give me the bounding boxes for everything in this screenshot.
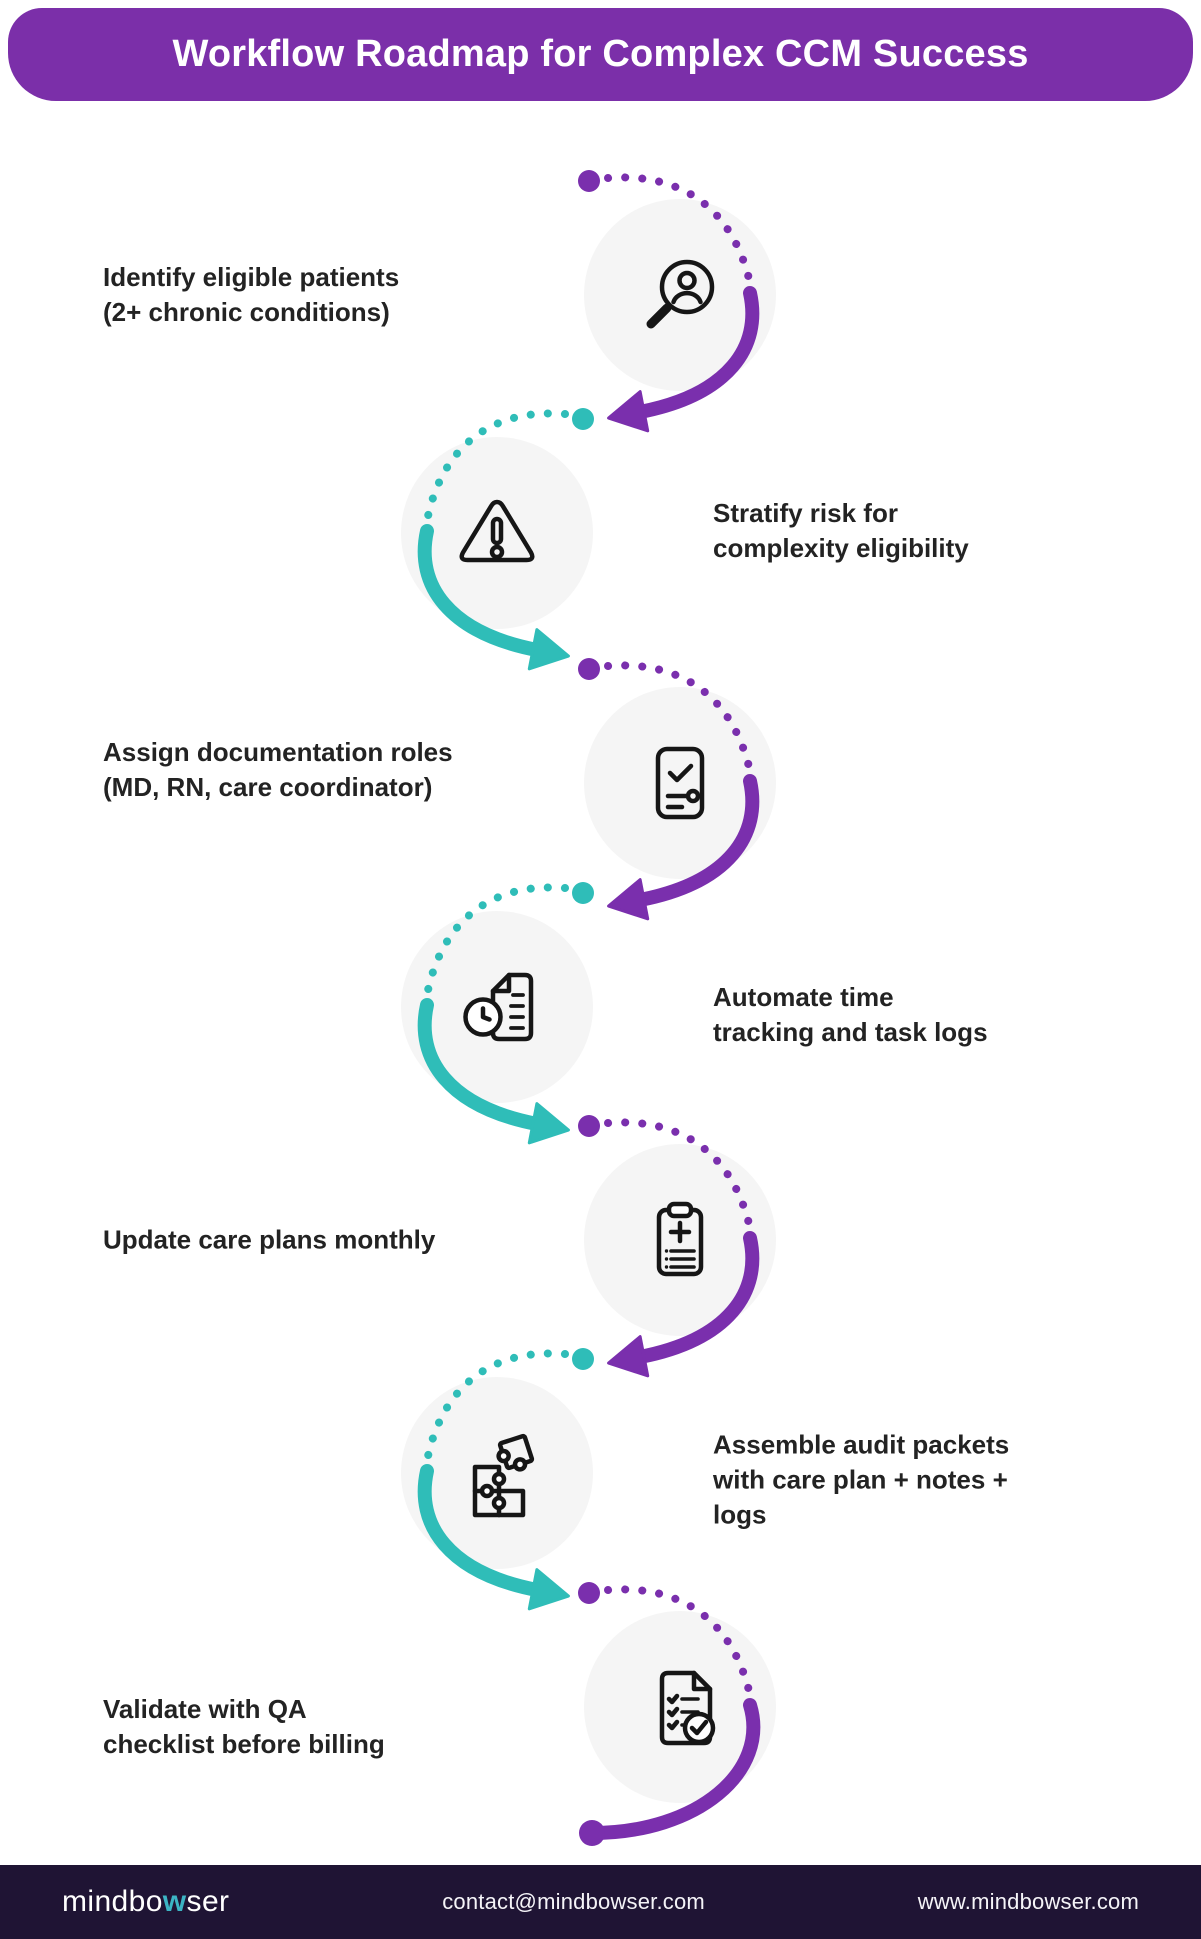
flow-solid-arc (417, 1464, 544, 1597)
step-label-4: Automate time tracking and task logs (713, 982, 988, 1047)
footer-website[interactable]: www.mindbowser.com (917, 1889, 1139, 1914)
flow-dotted-arc (604, 1585, 754, 1699)
logo-text-accent: w (162, 1885, 187, 1918)
flow-arrowhead (527, 628, 570, 671)
step-circle (401, 437, 593, 629)
step-circle (584, 1611, 776, 1803)
flow-dotted-arc (604, 661, 754, 775)
flow-solid-arc (633, 286, 760, 419)
flow-joint-dot (572, 882, 594, 904)
logo-text-post: ser (186, 1885, 230, 1918)
mindbowser-logo: mindbowser (62, 1885, 229, 1919)
step-label-3: Assign documentation roles (MD, RN, care… (103, 737, 453, 802)
flow-joint-dot (572, 408, 594, 430)
roles-document-icon (632, 735, 728, 831)
flow-dotted-arc (604, 1118, 754, 1232)
time-tracking-document-icon (449, 959, 545, 1055)
flow-dotted-arc (423, 1349, 569, 1465)
step-label-7: Validate with QA checklist before billin… (103, 1694, 385, 1759)
step-circle (584, 687, 776, 879)
flow-solid-arc (585, 1698, 761, 1840)
flow-arrowhead (527, 1568, 570, 1611)
flow-solid-arc (417, 998, 544, 1131)
patient-search-icon (632, 247, 728, 343)
flow-arrowhead (607, 390, 650, 433)
flow-arrowhead (607, 878, 650, 921)
flow-arrowhead (607, 1335, 650, 1378)
flow-dotted-arc (604, 173, 754, 287)
flow-dotted-arc (423, 409, 569, 525)
audit-puzzle-icon (449, 1425, 545, 1521)
step-label-2: Stratify risk for complexity eligibility (713, 498, 969, 563)
flow-joint-dot (572, 1348, 594, 1370)
flow-joint-dot (578, 1115, 600, 1137)
flow-end-dot (579, 1820, 605, 1846)
step-label-1: Identify eligible patients (2+ chronic c… (103, 262, 400, 327)
logo-text-pre: mindbo (62, 1885, 163, 1918)
flow-solid-arc (633, 774, 760, 907)
flow-arrowhead (527, 1102, 570, 1145)
flow-solid-arc (633, 1231, 760, 1364)
risk-warning-icon (449, 485, 545, 581)
flow-dotted-arc (423, 883, 569, 999)
step-label-6: Assemble audit packets with care plan + … (713, 1429, 1010, 1530)
page-title: Workflow Roadmap for Complex CCM Success (172, 33, 1029, 75)
flow-joint-dot (578, 1582, 600, 1604)
care-plan-clipboard-icon (632, 1192, 728, 1288)
flow-joint-dot (578, 658, 600, 680)
flow-joint-dot (578, 170, 600, 192)
step-label-5: Update care plans monthly (103, 1224, 436, 1255)
footer-bar: mindbowser contact@mindbowser.com www.mi… (0, 1865, 1201, 1939)
header-banner: Workflow Roadmap for Complex CCM Success (8, 8, 1193, 101)
qa-checklist-icon (632, 1659, 728, 1755)
flow-solid-arc (417, 524, 544, 657)
footer-email[interactable]: contact@mindbowser.com (442, 1889, 705, 1914)
